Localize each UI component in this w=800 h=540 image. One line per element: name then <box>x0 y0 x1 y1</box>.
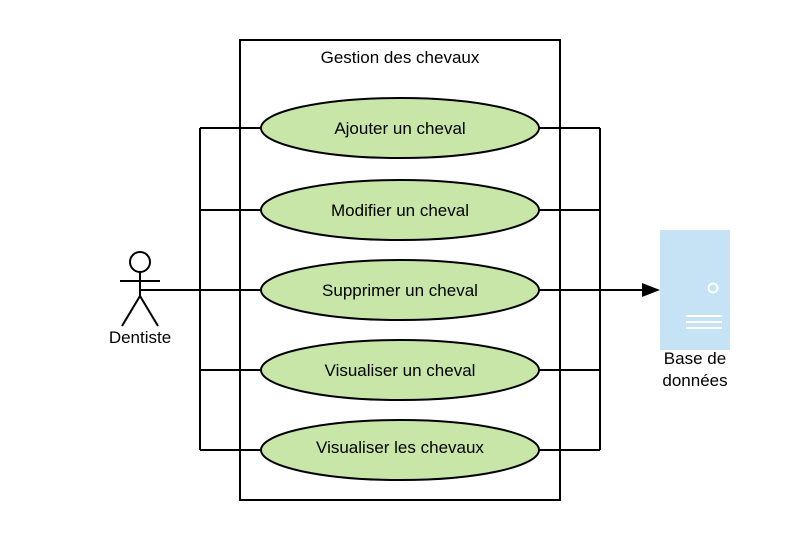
database-connectors <box>538 127 645 451</box>
arrowhead-icon <box>642 283 660 297</box>
system-boundary <box>239 39 561 501</box>
database-label-line2: données <box>662 371 727 390</box>
use-case-visualiser-les: Visualiser les chevaux <box>260 419 540 481</box>
use-case-label: Supprimer un cheval <box>322 281 478 300</box>
use-case-modifier: Modifier un cheval <box>260 179 540 241</box>
use-case-label: Modifier un cheval <box>331 201 469 220</box>
use-case-supprimer: Supprimer un cheval <box>260 259 540 321</box>
use-case-label: Ajouter un cheval <box>334 119 465 138</box>
database-icon <box>660 230 730 350</box>
actor-label: Dentiste <box>109 328 171 347</box>
use-case-label: Visualiser un cheval <box>325 361 476 380</box>
use-case-ajouter: Ajouter un cheval <box>260 97 540 159</box>
database-label-line1: Base de <box>664 349 726 368</box>
actor-connectors <box>140 127 262 451</box>
use-case-visualiser-un: Visualiser un cheval <box>260 339 540 401</box>
use-case-label: Visualiser les chevaux <box>316 438 484 457</box>
system-title: Gestion des chevaux <box>321 48 480 67</box>
actor-icon <box>120 251 160 327</box>
